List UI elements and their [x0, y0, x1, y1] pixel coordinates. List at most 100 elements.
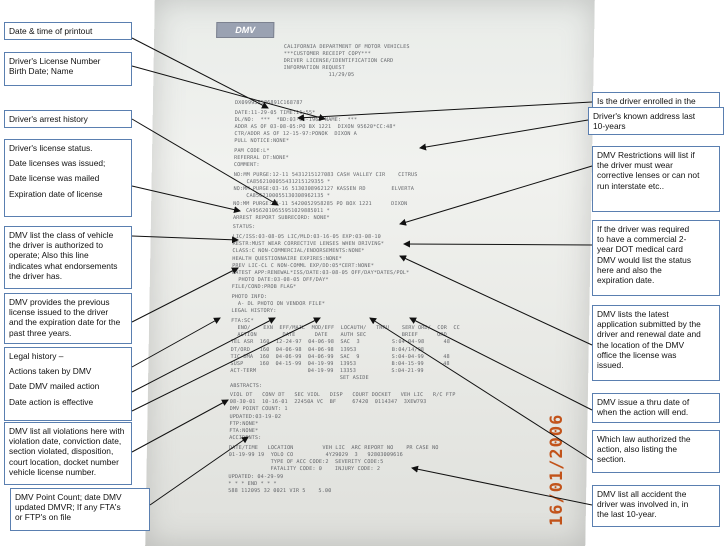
- printout-line: UPDATED: 04-29-99: [228, 473, 284, 480]
- dmv-logo: DMV: [216, 22, 275, 38]
- annotation-line: DMV would list the status: [597, 254, 692, 265]
- printout-line: ACTION DATE DATE AUTH SEC BRIEF ORD: [230, 332, 447, 339]
- printout-line: ACCIDENTS:: [229, 435, 262, 442]
- annotation-line: the driver must wear: [597, 160, 673, 171]
- printout-line: A- DL PHOTO ON VENDOR FILE*: [231, 301, 325, 307]
- printout-line: 08-30-01 10-16-01 22450A VC BF 67420 011…: [229, 399, 427, 406]
- annotation-line: Driver's License Number: [9, 56, 101, 66]
- annotation-line: Actions taken by DMV: [9, 366, 92, 377]
- annotation-line: DMV Point Count; date DMV: [15, 492, 122, 502]
- annotation-line: driver and renewal date and: [597, 329, 701, 340]
- annotation-line: issued.: [597, 360, 624, 371]
- annotation-license-status: Driver's license status.Date licenses wa…: [4, 139, 132, 217]
- annotation-legal-history: Legal history – Actions taken by DMV Date …: [4, 347, 132, 421]
- annotation-line: expiration date.: [597, 275, 655, 286]
- annotation-line: Date action is effective: [9, 396, 94, 407]
- printout-line: STATUS:: [232, 224, 256, 231]
- printout-line: CA9562010655951029885011 *: [233, 207, 330, 214]
- annotation-line: If the driver was required: [597, 224, 690, 234]
- printout-line: CA8562100055130308962135 *: [233, 193, 331, 200]
- printout-line: CLASS:C NON-COMMERCIAL/ENDORSEMENTS:NONE…: [232, 248, 365, 255]
- printout-line: UPDATED:03-19-02: [229, 413, 282, 420]
- annotation-line: the driver has.: [9, 270, 63, 281]
- printout-line: DT/ORD 160 04-06-98 04-06-98 13953 B:04/…: [230, 346, 425, 353]
- printout-line: NO:MM PURGE:03-16 5130308962127 KASSEN R…: [233, 186, 415, 193]
- annotation-line: office the license was: [597, 349, 677, 360]
- printout-line: NO:MM PURGE:12-11 5420052958285 PO BOX 1…: [233, 200, 408, 207]
- annotation-line: and the expiration date for the: [9, 317, 121, 328]
- printout-line: ABSTRACTS:: [229, 382, 263, 389]
- printout-line: ADDR AS OF 03-08-05:PO BX 1221 DIXON 956…: [234, 123, 396, 130]
- printout-line: 01-19-99 19 YOLO CO 4Y29029 3 9280300961…: [228, 451, 403, 458]
- printout-line: * * * END * * *: [228, 480, 277, 487]
- printout-line: RESTR:MUST WEAR CORRECTIVE LENSES WHEN D…: [232, 241, 385, 248]
- printout-line: TYPE OF ACC CODE:2 SEVERITY CODE:5: [228, 459, 384, 466]
- printout-line: SET ASIDE: [230, 375, 369, 382]
- printout-line: LEGAL HISTORY:: [231, 308, 277, 315]
- annotation-line: Date license was mailed: [9, 173, 100, 184]
- annotation-line: updated DMVR; If any FTA's: [15, 502, 121, 513]
- annotation-line: indicates what endorsements: [9, 260, 118, 271]
- printout-line: PULL NOTICE:NONE*: [234, 138, 290, 145]
- annotation-line: DMV list all violations here with: [9, 426, 125, 436]
- printout-line: LIC/ISS:03-08-05 LIC/MLD:03-16-05 EXP:03…: [232, 233, 381, 240]
- annotation-line: Driver's known address last: [593, 111, 696, 121]
- printout-line: SUSP 160 04-15-99 04-19-99 13953 B:04-15…: [230, 360, 450, 367]
- annotation-line: corrective lenses or can not: [597, 170, 700, 181]
- dmv-printout-scan: DMV CALIFORNIA DEPARTMENT OF MOTOR VEHIC…: [145, 0, 595, 546]
- printout-line: FILE/COND:PROB FLAG*: [231, 284, 297, 291]
- annotation-line: DMV list all accident the: [597, 489, 687, 499]
- annotation-line: DMV list the class of vehicle: [9, 230, 114, 240]
- printout-line: NO:MM PURGE:12-11 5431215127083 CASH VAL…: [233, 171, 418, 178]
- annotation-line: past three years.: [9, 327, 72, 338]
- annotation-line: action, also listing the: [597, 444, 678, 455]
- printout-line: DL/NO: *** *BD:03-08-1965 NAME: ***: [234, 116, 358, 123]
- annotation-line: section.: [597, 454, 626, 465]
- annotation-line: the last 10-year.: [597, 509, 657, 520]
- printout-line: PREV LIC-CL C NON-COMML EXP/DD:05*CERT:N…: [232, 262, 375, 269]
- annotation-arrest-history: Driver's arrest history: [4, 110, 132, 128]
- printout-line: DMV POINT COUNT: 1: [229, 406, 288, 413]
- annotation-line: run interstate etc..: [597, 180, 665, 191]
- printout-line: FATALITY CODE: 0 INJURY CODE: 2: [228, 466, 381, 473]
- printout-line: CTR/ADDR AS OF 12-15-97:PONOK DIXON A: [234, 131, 357, 138]
- printout-line: FTA:NONE*: [229, 428, 259, 434]
- printout-line: CALIFORNIA DEPARTMENT OF MOTOR VEHICLES: [283, 44, 410, 50]
- annotation-line: Driver's arrest history: [9, 114, 88, 124]
- annotation-line: application submitted by the: [597, 319, 701, 330]
- annotation-line: Date DMV mailed action: [9, 381, 100, 392]
- annotation-line: Which law authorized the: [597, 434, 691, 444]
- printout-line: FTA:SC*: [231, 317, 254, 324]
- annotation-line: vehicle license number.: [9, 466, 97, 477]
- annotation-line: to have a commercial 2-: [597, 234, 687, 245]
- printout-line: DRIVER LICENSE/IDENTIFICATION CARD: [283, 58, 394, 64]
- printout-line: LATEST APP:RENEWAL*ISS/DATE:03-08-05 OFF…: [231, 269, 410, 276]
- annotation-line: the location of the DMV: [597, 339, 685, 350]
- printout-line: 588 112095 32 0021 VIR 5 5.00: [228, 487, 332, 494]
- annotation-line: Legal history –: [9, 351, 64, 361]
- annotation-line: Date & time of printout: [9, 26, 93, 36]
- printout-line: INFORMATION REQUEST: [283, 65, 345, 71]
- printout-line: CA8562100055431215129355 *: [233, 178, 331, 185]
- printout-line: PHOTO INFO:: [231, 293, 268, 300]
- printout-line: VIOL DT CONV DT SEC VIOL DISP COURT DOCK…: [229, 392, 456, 398]
- annotation-line: court location, docket number: [9, 456, 119, 467]
- annotation-line: section violated, disposition,: [9, 446, 114, 457]
- printout-line: ACT-TERM 04-19-99 13353 S:04-21-99: [230, 368, 424, 375]
- printout-line: TIC-DMA 160 04-06-99 04-06-99 SAC 9 S:04…: [230, 353, 450, 360]
- annotation-line: Expiration date of license: [9, 188, 103, 199]
- annotation-line: operate; Also this line: [9, 250, 89, 261]
- printout-line: COMMENT:: [233, 162, 260, 169]
- date-stamp: 16/01/2006: [547, 413, 567, 527]
- annotation-line: Date licenses was issued;: [9, 158, 106, 169]
- annotation-line: here and also the: [597, 264, 662, 275]
- printout-line: PAM CODE:L*: [234, 147, 270, 154]
